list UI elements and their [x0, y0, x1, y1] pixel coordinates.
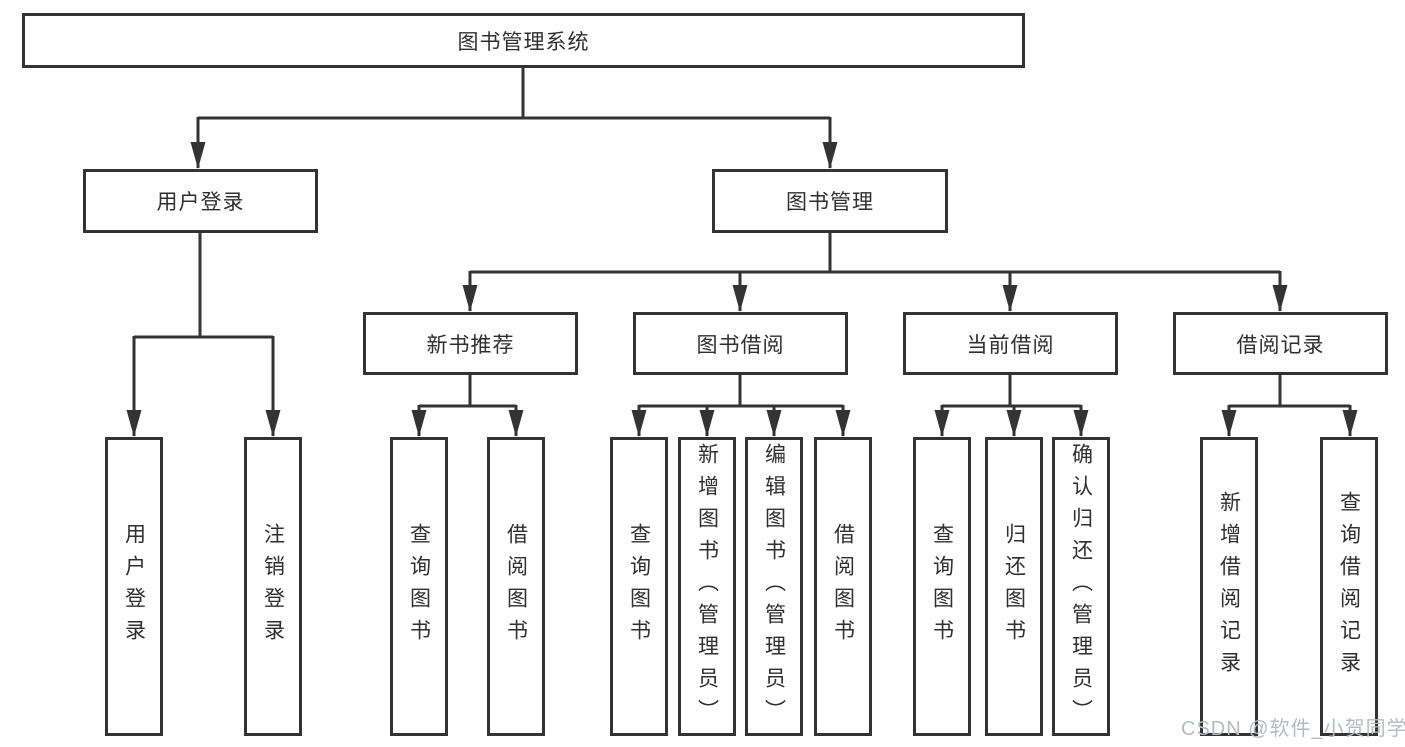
leaf-query-books-recommend: 查询图书: [390, 437, 448, 736]
node-user-login: 用户登录: [83, 169, 318, 233]
connector-root: [190, 68, 838, 169]
leaf-add-books-admin-label: 新增图书（管理员）: [695, 442, 719, 731]
leaf-borrow-books: 借阅图书: [814, 437, 872, 736]
leaf-query-borrow-record-label: 查询借阅记录: [1337, 490, 1361, 683]
leaf-logout-label: 注销登录: [261, 522, 285, 651]
leaf-return-books: 归还图书: [985, 437, 1043, 736]
leaf-add-borrow-record: 新增借阅记录: [1200, 437, 1258, 736]
leaf-add-borrow-record-label: 新增借阅记录: [1217, 490, 1241, 683]
leaf-query-books-borrowing: 查询图书: [610, 437, 668, 736]
connector-book-borrowing: [631, 375, 851, 437]
leaf-query-books-borrowing-label: 查询图书: [627, 522, 651, 651]
node-book-borrowing: 图书借阅: [633, 312, 848, 375]
leaf-borrow-books-recommend: 借阅图书: [487, 437, 545, 736]
connector-user-login: [126, 233, 281, 437]
leaf-logout: 注销登录: [244, 437, 302, 736]
connector-borrowing-records: [1221, 375, 1358, 437]
leaf-query-borrow-record: 查询借阅记录: [1320, 437, 1378, 736]
connector-new-book-recommend: [411, 375, 524, 437]
connector-book-management: [462, 233, 1288, 312]
node-current-borrowing: 当前借阅: [903, 312, 1118, 375]
leaf-add-books-admin: 新增图书（管理员）: [678, 437, 736, 736]
connector-current-borrowing: [934, 375, 1089, 437]
node-new-book-recommend: 新书推荐: [363, 312, 578, 375]
leaf-borrow-books-recommend-label: 借阅图书: [504, 522, 528, 651]
leaf-confirm-return-admin: 确认归还（管理员）: [1052, 437, 1110, 736]
node-borrowing-records: 借阅记录: [1173, 312, 1388, 375]
leaf-query-books-current: 查询图书: [913, 437, 971, 736]
leaf-query-books-current-label: 查询图书: [930, 522, 954, 651]
leaf-user-login-label: 用户登录: [122, 522, 146, 651]
leaf-edit-books-admin: 编辑图书（管理员）: [745, 437, 803, 736]
leaf-confirm-return-admin-label: 确认归还（管理员）: [1069, 442, 1093, 731]
node-book-management: 图书管理: [712, 169, 948, 233]
leaf-return-books-label: 归还图书: [1002, 522, 1026, 651]
leaf-query-books-recommend-label: 查询图书: [407, 522, 431, 651]
node-library-management-system: 图书管理系统: [22, 13, 1025, 68]
leaf-edit-books-admin-label: 编辑图书（管理员）: [762, 442, 786, 731]
leaf-borrow-books-label: 借阅图书: [831, 522, 855, 651]
leaf-user-login: 用户登录: [105, 437, 163, 736]
